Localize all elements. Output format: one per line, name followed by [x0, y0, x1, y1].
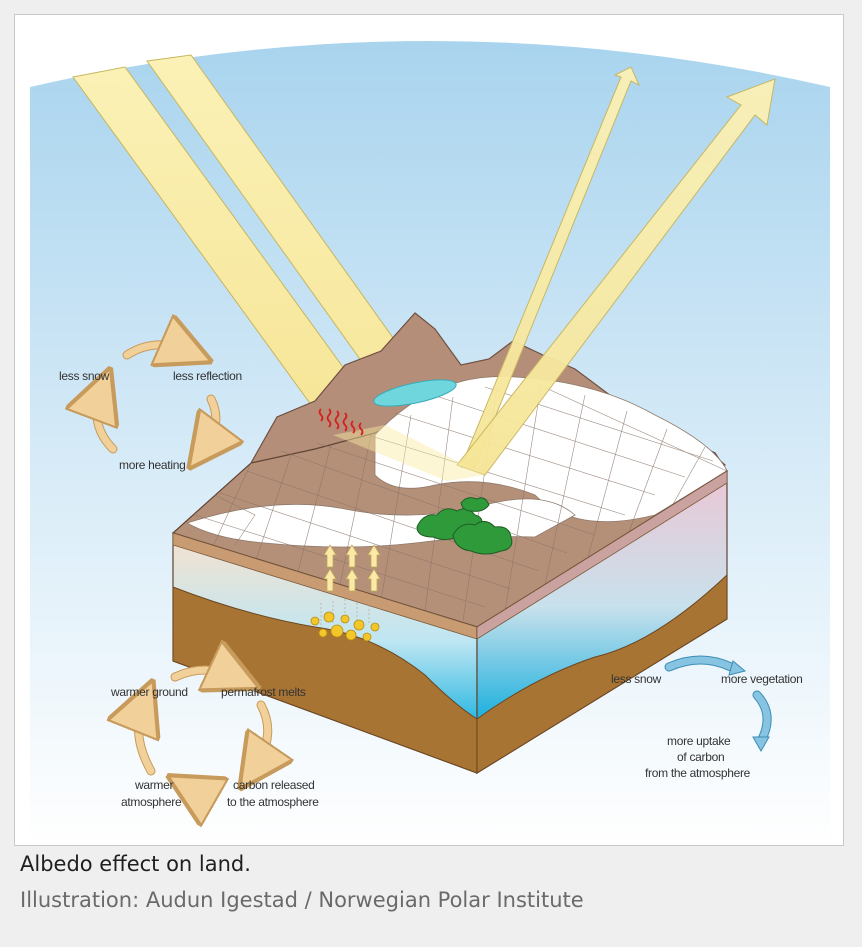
- meltwater-pond: [373, 379, 457, 407]
- figure-credit: Illustration: Audun Igestad / Norwegian …: [20, 888, 584, 912]
- reflected-sun-beams: [333, 66, 776, 481]
- carbon-release: [310, 599, 380, 642]
- label-less-snow: less snow: [59, 369, 110, 383]
- reflected-beam-small: [460, 66, 641, 468]
- label-permafrost-melts: permafrost melts: [221, 685, 306, 699]
- reflected-beam-large: [456, 78, 776, 476]
- heat-waves: [318, 408, 364, 436]
- label-more-heating: more heating: [119, 458, 185, 472]
- vegetation-shrubs: [416, 497, 513, 555]
- permafrost-cycle: warmer ground permafrost melts carbon re…: [110, 670, 320, 809]
- label-atmosphere: atmosphere: [121, 795, 182, 809]
- label-from-the-atmosphere: from the atmosphere: [645, 766, 751, 780]
- label-carbon-released: carbon released: [233, 778, 315, 792]
- albedo-illustration: less snow less reflection more heating w…: [30, 41, 830, 845]
- figure-caption: Albedo effect on land.: [20, 852, 251, 876]
- warming-ground-arrows: [323, 544, 381, 592]
- label-more-uptake: more uptake: [667, 734, 731, 748]
- label-less-snow-2: less snow: [611, 672, 662, 686]
- reflection-cycle: less snow less reflection more heating: [59, 345, 242, 472]
- label-more-vegetation: more vegetation: [721, 672, 803, 686]
- label-less-reflection: less reflection: [173, 369, 242, 383]
- figure-frame: less snow less reflection more heating w…: [14, 14, 844, 846]
- label-to-the-atmosphere: to the atmosphere: [227, 795, 319, 809]
- terrain-grid: [194, 382, 728, 622]
- bedrock-side: [476, 573, 728, 774]
- label-of-carbon: of carbon: [677, 750, 724, 764]
- topsoil-side: [476, 470, 728, 640]
- vegetation-cycle: less snow more vegetation more uptake of…: [611, 655, 803, 780]
- label-warmer-ground: warmer ground: [110, 685, 188, 699]
- label-warmer: warmer: [134, 778, 174, 792]
